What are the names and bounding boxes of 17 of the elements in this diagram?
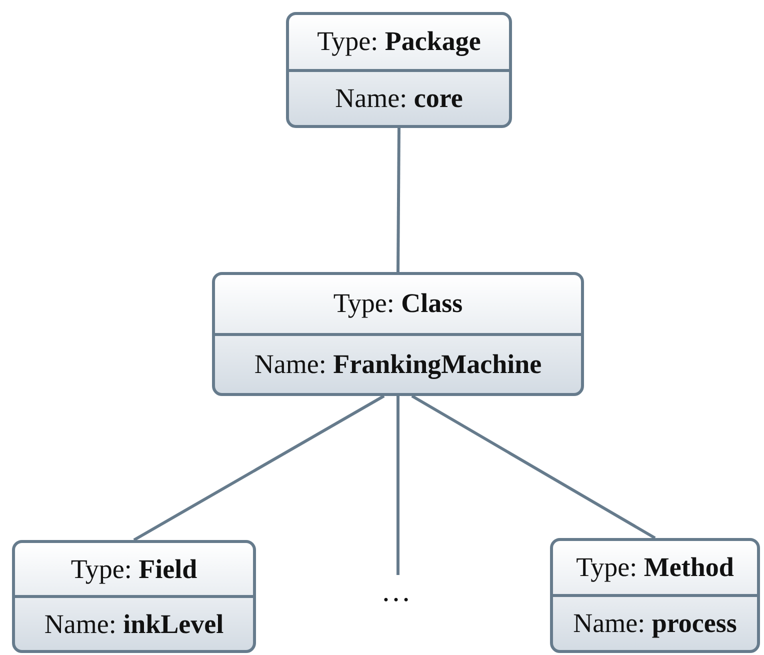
connector-line <box>396 128 400 272</box>
connector-line <box>396 396 400 575</box>
name-label: Name: process <box>573 608 737 639</box>
type-label: Type: Method <box>576 552 734 583</box>
element-box <box>12 540 256 653</box>
element-box <box>550 538 760 653</box>
type-label: Type: Class <box>333 288 463 320</box>
connector-line <box>411 394 656 540</box>
name-label: Name: FrankingMachine <box>254 348 542 380</box>
element-box <box>212 272 584 396</box>
ellipsis-text: … <box>368 575 428 611</box>
type-label: Type: Package <box>317 26 481 58</box>
type-label: Type: Field <box>70 554 198 584</box>
name-label: Name: inkLevel <box>44 608 224 640</box>
name-label: Name: core <box>335 82 463 114</box>
element-box <box>286 12 512 128</box>
connector-line <box>133 394 385 542</box>
